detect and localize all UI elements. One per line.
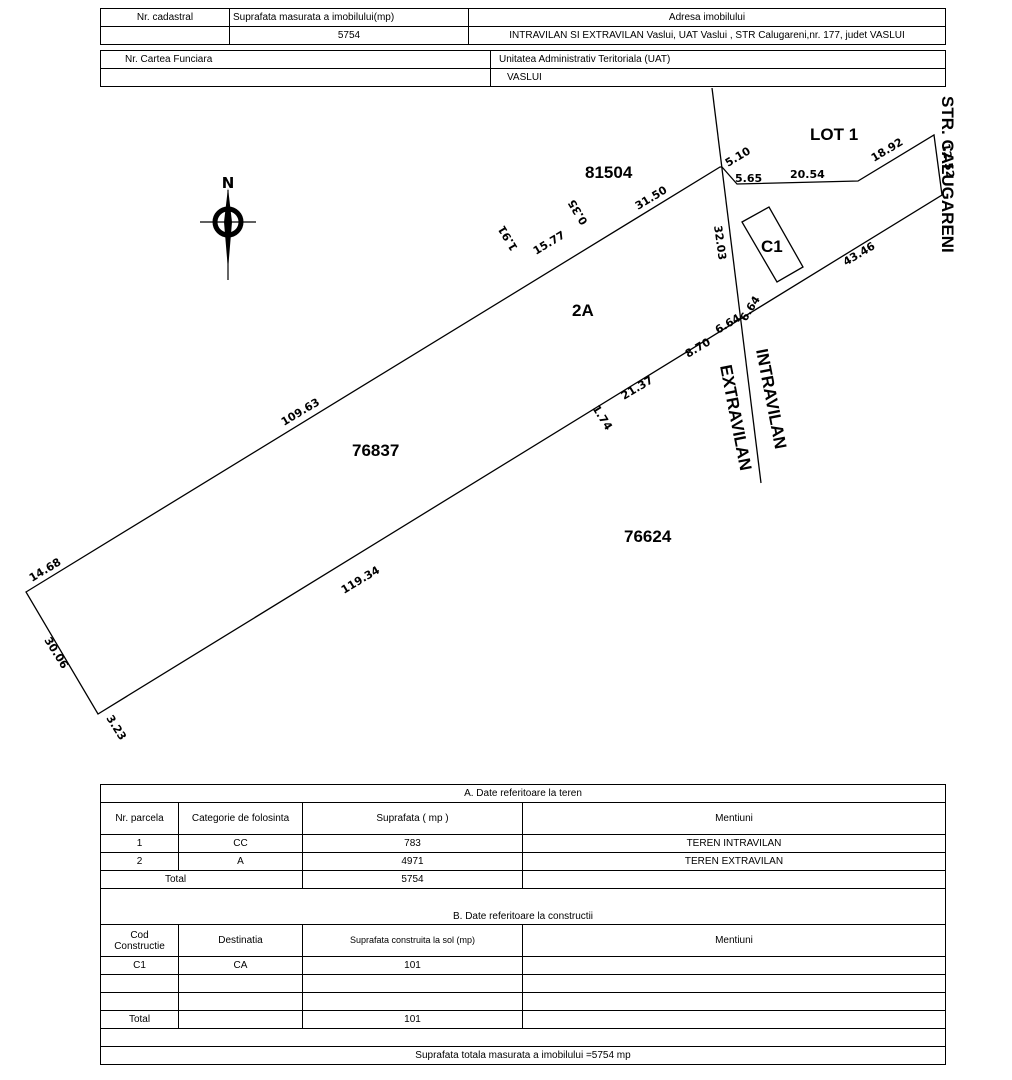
- suprafata-totala: Suprafata totala masurata a imobilului =…: [100, 1046, 946, 1065]
- constructii-header-destinatia: Destinatia: [178, 924, 303, 957]
- dim-3-23: 3.23: [103, 713, 128, 743]
- dim-15-77: 15.77: [531, 229, 568, 258]
- teren-section-title: A. Date referitoare la teren: [100, 784, 946, 803]
- constructii-section-title: B. Date referitoare la constructii: [100, 888, 946, 925]
- teren-suprafata: 4971: [302, 852, 523, 871]
- dim-119-34: 119.34: [339, 563, 382, 596]
- teren-categorie: A: [178, 852, 303, 871]
- dim-43-46: 43.46: [841, 239, 878, 268]
- carte-funciara-value: [100, 68, 491, 87]
- nr-cadastral-value: [100, 26, 230, 45]
- dim-30-06: 30.06: [41, 635, 71, 672]
- teren-header-categorie: Categorie de folosinta: [178, 802, 303, 835]
- adresa-value: INTRAVILAN SI EXTRAVILAN Vaslui, UAT Vas…: [468, 26, 946, 45]
- dim-21-37: 21.37: [619, 374, 656, 403]
- intravilan-label: INTRAVILAN: [752, 347, 790, 450]
- carte-funciara-label: Nr. Cartea Funciara: [100, 50, 491, 69]
- dim-18-92: 18.92: [869, 136, 906, 165]
- teren-mentiuni: TEREN INTRAVILAN: [522, 834, 946, 853]
- teren-header-nr: Nr. parcela: [100, 802, 179, 835]
- neighbor-north-label: 81504: [585, 163, 633, 182]
- teren-header-suprafata: Suprafata ( mp ): [302, 802, 523, 835]
- teren-total-label: Total: [100, 870, 303, 889]
- dim-1-74: 1.74: [589, 403, 615, 433]
- neighbor-south-label: 76624: [624, 527, 672, 546]
- building-c1-outline: [741, 206, 804, 283]
- constructii-mentiuni: [522, 956, 946, 975]
- teren-mentiuni: TEREN EXTRAVILAN: [522, 852, 946, 871]
- constructii-total-value: 101: [302, 1010, 523, 1029]
- constructii-destinatia: CA: [178, 956, 303, 975]
- dim-0-35: 0.35: [565, 197, 590, 227]
- constructii-total-label: Total: [100, 1010, 179, 1029]
- dim-12-52: 12.52: [939, 143, 957, 179]
- data-table: A. Date referitoare la teren Nr. parcela…: [100, 784, 946, 1065]
- nr-cadastral-label: Nr. cadastral: [100, 8, 230, 27]
- lot-label: LOT 1: [810, 125, 858, 144]
- teren-nr: 1: [100, 834, 179, 853]
- adresa-label: Adresa imobilului: [468, 8, 946, 27]
- suprafata-value: 5754: [229, 26, 469, 45]
- teren-categorie: CC: [178, 834, 303, 853]
- teren-total-value: 5754: [302, 870, 523, 889]
- table-row: 2 A 4971 TEREN EXTRAVILAN: [100, 852, 946, 871]
- teren-suprafata: 783: [302, 834, 523, 853]
- table-row: C1 CA 101: [100, 956, 946, 975]
- constructii-header-mentiuni: Mentiuni: [522, 924, 946, 957]
- teren-nr: 2: [100, 852, 179, 871]
- dim-20-54: 20.54: [790, 168, 825, 181]
- header-table-cf: Nr. Cartea Funciara Unitatea Administrat…: [100, 50, 946, 87]
- constructii-cod: C1: [100, 956, 179, 975]
- header-table-cadastral: Nr. cadastral Suprafata masurata a imobi…: [100, 8, 946, 45]
- dim-1-91: 1.91: [495, 223, 520, 253]
- dim-6-64-b: 6.64: [738, 293, 764, 323]
- teren-header-mentiuni: Mentiuni: [522, 802, 946, 835]
- table-row: 1 CC 783 TEREN INTRAVILAN: [100, 834, 946, 853]
- cadastral-plan: N 81504 LOT 1 C1 2A 76837 76624 STR. CAL…: [25, 88, 957, 743]
- north-arrow-icon: N: [200, 174, 256, 280]
- north-label: N: [222, 174, 235, 192]
- suprafata-label: Suprafata masurata a imobilului(mp): [229, 8, 469, 27]
- constructii-suprafata: 101: [302, 956, 523, 975]
- neighbor-west-label: 76837: [352, 441, 399, 460]
- constructii-header-cod: Cod Constructie: [100, 924, 179, 957]
- street-label: STR. CALUGARENI: [938, 96, 957, 253]
- extravilan-label: EXTRAVILAN: [716, 363, 755, 472]
- uat-label: Unitatea Administrativ Teritoriala (UAT): [490, 50, 946, 69]
- uat-value: VASLUI: [490, 68, 946, 87]
- dim-5-65: 5.65: [735, 172, 762, 185]
- building-label: C1: [761, 237, 783, 256]
- intravilan-extravilan-boundary: [711, 88, 762, 484]
- main-parcel-label: 2A: [572, 301, 594, 320]
- dim-32-03: 32.03: [711, 225, 729, 261]
- dim-31-50: 31.50: [633, 183, 670, 212]
- dim-5-10: 5.10: [723, 144, 753, 169]
- constructii-header-suprafata: Suprafata construita la sol (mp): [302, 924, 523, 957]
- parcel-outline: [25, 133, 943, 715]
